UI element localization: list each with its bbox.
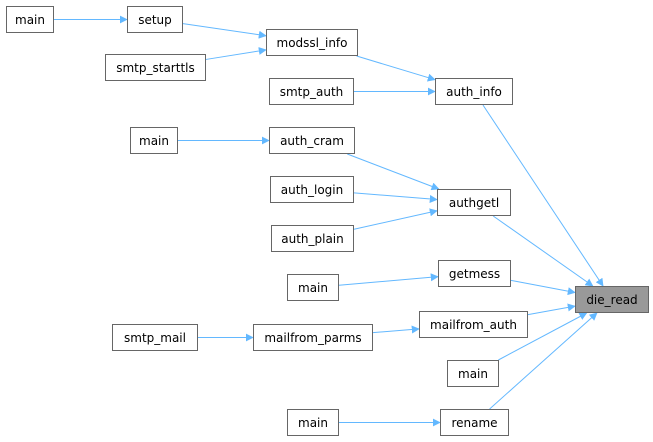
node-auth-info[interactable]: auth_info: [435, 78, 513, 105]
edge-auth_plain-to-authgetl: [353, 208, 438, 230]
node-main[interactable]: main: [130, 127, 178, 154]
node-main[interactable]: main: [287, 409, 339, 436]
node-auth-login[interactable]: auth_login: [270, 176, 354, 203]
node-mailfrom-parms[interactable]: mailfrom_parms: [253, 324, 373, 351]
node-setup[interactable]: setup: [127, 6, 183, 33]
node-getmess[interactable]: getmess: [438, 260, 511, 287]
node-smtp-starttls[interactable]: smtp_starttls: [105, 54, 206, 81]
node-mailfrom-auth[interactable]: mailfrom_auth: [419, 311, 528, 338]
edge-mailfrom_parms-to-mailfrom_auth: [372, 325, 420, 334]
node-auth-cram[interactable]: auth_cram: [269, 127, 355, 154]
edge-main_c-to-getmess: [338, 273, 439, 286]
edge-getmess-to-die_read: [510, 279, 576, 296]
node-modssl-info[interactable]: modssl_info: [266, 29, 358, 56]
edge-auth_cram-to-authgetl: [347, 153, 440, 191]
node-main[interactable]: main: [287, 274, 339, 301]
edge-setup-to-modssl_info: [182, 23, 267, 39]
node-auth-plain[interactable]: auth_plain: [271, 225, 354, 252]
edge-auth_info-to-die_read: [482, 104, 604, 287]
node-authgetl[interactable]: authgetl: [437, 189, 511, 216]
edge-modssl_info-to-auth_info: [356, 55, 436, 82]
node-die-read[interactable]: die_read: [575, 286, 649, 313]
edge-main_d-to-die_read: [498, 312, 588, 361]
edge-auth_login-to-authgetl: [353, 192, 438, 203]
node-main[interactable]: main: [447, 360, 499, 387]
node-smtp-auth[interactable]: smtp_auth: [269, 78, 354, 105]
node-rename[interactable]: rename: [440, 409, 509, 436]
node-smtp-mail[interactable]: smtp_mail: [112, 324, 198, 351]
node-main[interactable]: main: [6, 6, 54, 33]
edge-authgetl-to-die_read: [492, 215, 594, 287]
edge-mailfrom_auth-to-die_read: [527, 303, 576, 316]
edge-smtp_starttls-to-modssl_info: [205, 47, 267, 60]
edge-rename-to-die_read: [489, 312, 598, 410]
